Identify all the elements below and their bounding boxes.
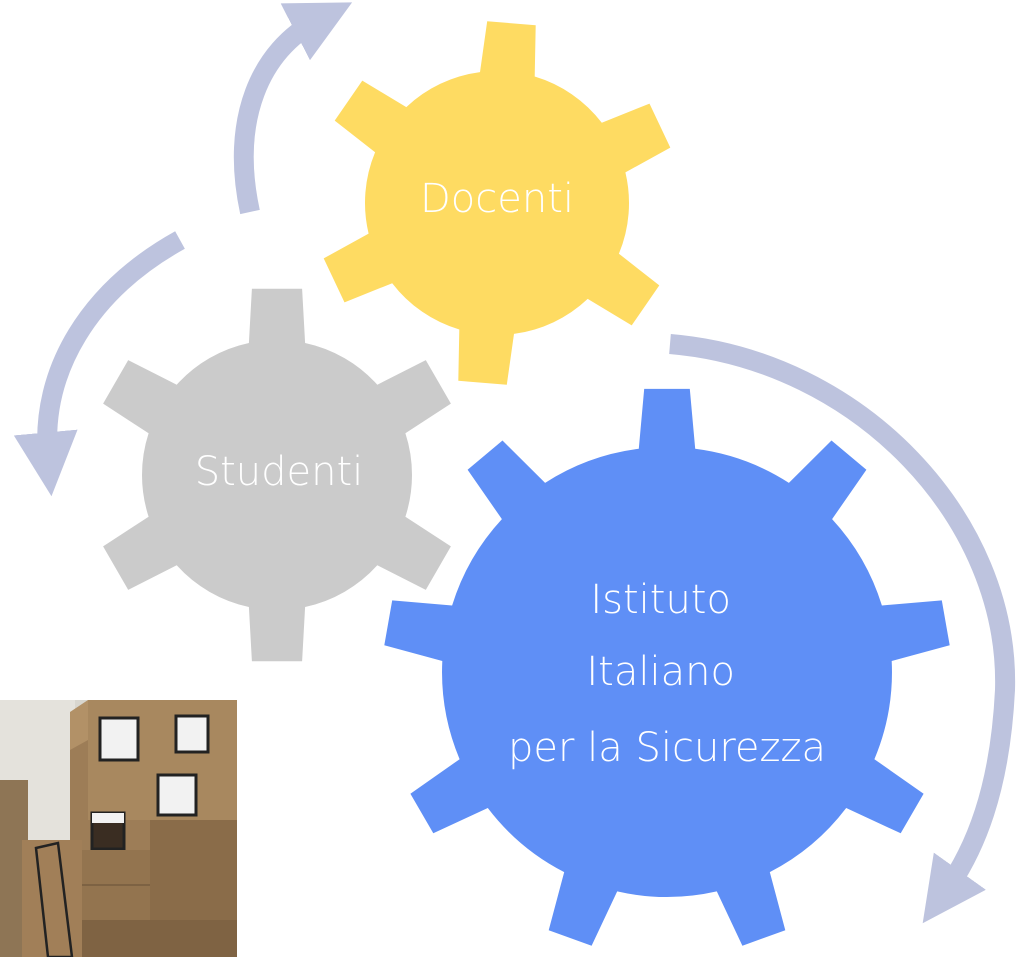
gear-istituto-label: Istituto Italiano per la Sicurezza: [508, 577, 826, 771]
gear-docenti: Docenti: [323, 21, 671, 385]
gear-istituto: Istituto Italiano per la Sicurezza: [384, 388, 950, 946]
gear-istituto-shape: [384, 388, 950, 946]
arrow-to-studenti: [13, 231, 185, 497]
gear-istituto-label-line-3: per la Sicurezza: [508, 725, 826, 771]
gear-studenti-label: Studenti: [195, 449, 364, 495]
gear-istituto-label-line-2: Italiano: [586, 649, 735, 695]
gear-studenti-shape: [103, 288, 451, 662]
photo-cardboard-model: [0, 700, 237, 957]
gear-studenti-label-line: Studenti: [195, 449, 364, 495]
arrows: [13, 2, 1016, 924]
gear-istituto-label-line-1: Istituto: [590, 577, 731, 623]
arrow-to-docenti: [233, 2, 353, 215]
gear-docenti-shape: [323, 21, 671, 385]
arrow-to-istituto: [669, 334, 1016, 924]
gear-studenti: Studenti: [103, 288, 451, 662]
gear-docenti-label-line: Docenti: [420, 176, 574, 222]
gear-docenti-label: Docenti: [420, 176, 574, 222]
